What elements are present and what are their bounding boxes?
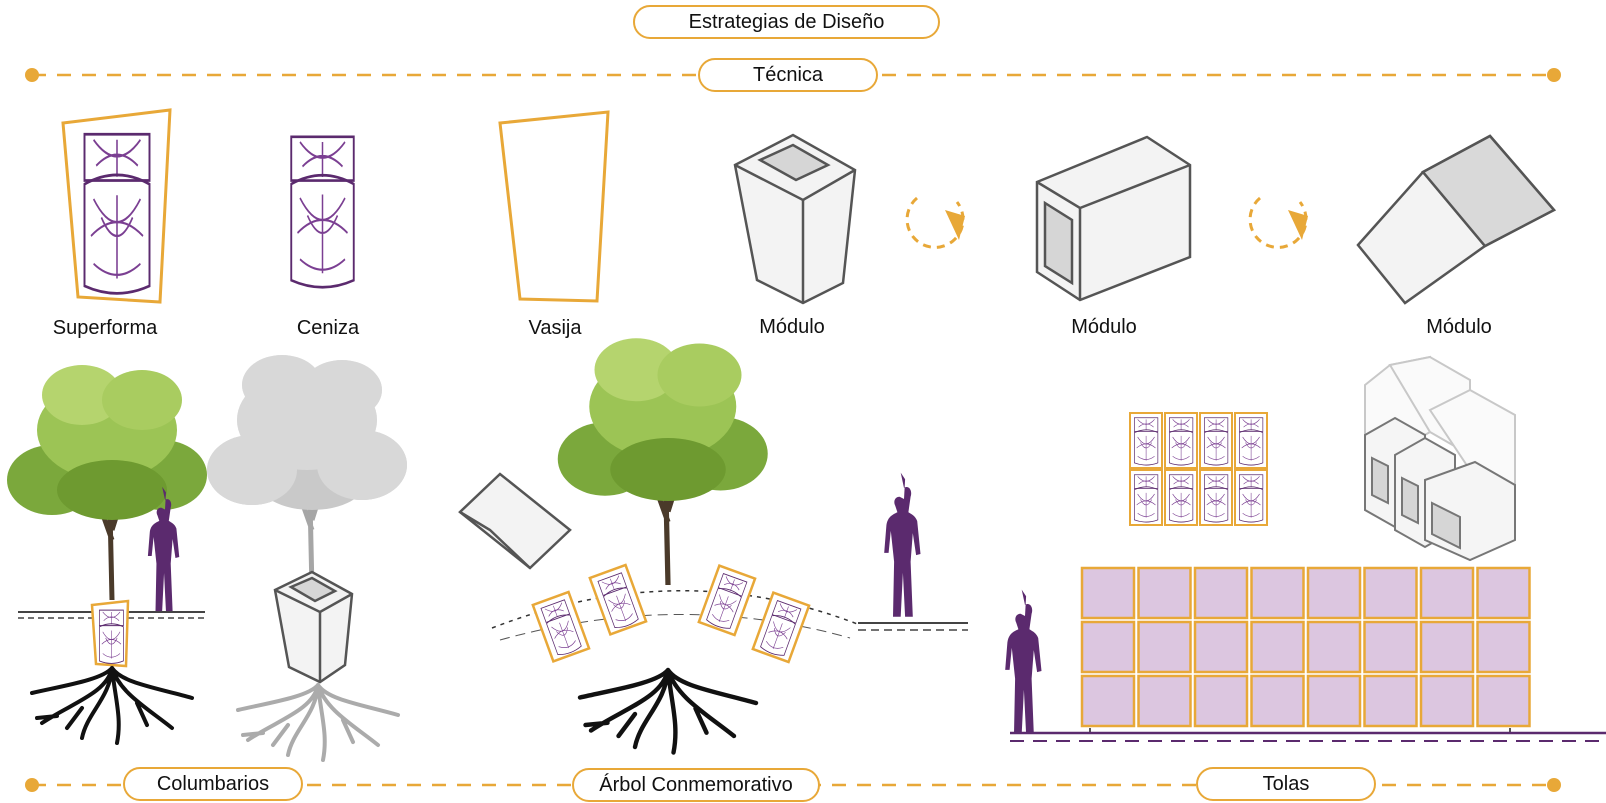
grid-superforma-tile xyxy=(1234,412,1268,469)
module-upright-diagram xyxy=(733,133,857,305)
human-figure-icon-3 xyxy=(1005,589,1042,734)
memorial-superforma-4 xyxy=(751,591,811,664)
bottom-guide-dot-right xyxy=(1547,778,1561,792)
grid-superforma-tile xyxy=(1129,469,1163,526)
columbario-tree xyxy=(7,365,207,600)
label-modulo-3: Módulo xyxy=(1426,316,1492,338)
wall-module-cell xyxy=(1080,674,1136,728)
wall-module-cell xyxy=(1193,620,1249,674)
top-guide-dot-right xyxy=(1547,68,1561,82)
rotate-arrow-icon-2 xyxy=(1248,196,1310,249)
label-vasija: Vasija xyxy=(528,317,582,339)
rotate-arrow-icon xyxy=(905,196,967,249)
tolas-wall xyxy=(1080,566,1531,733)
wall-module-cell xyxy=(1193,674,1249,728)
memorial-superforma-3 xyxy=(697,564,757,637)
section-columbarios-pill: Columbarios xyxy=(123,767,303,801)
wall-module-cell xyxy=(1363,566,1418,620)
human-figure-icon-2 xyxy=(884,472,921,617)
wall-module-cell xyxy=(1250,620,1305,674)
wall-module-cell xyxy=(1250,566,1305,620)
ceniza-diagram xyxy=(289,135,356,289)
columbario-superforma xyxy=(90,599,130,668)
label-superforma: Superforma xyxy=(52,317,158,339)
wall-module-cell xyxy=(1363,674,1418,728)
wall-module-cell xyxy=(1476,674,1531,728)
label-modulo-1: Módulo xyxy=(759,316,825,338)
label-ceniza: Ceniza xyxy=(296,317,360,339)
grid-superforma-tile xyxy=(1199,469,1233,526)
memorial-tree xyxy=(558,338,768,585)
wall-module-cell xyxy=(1419,566,1475,620)
wall-module-cell xyxy=(1476,566,1531,620)
wall-module-cell xyxy=(1419,620,1475,674)
wall-module-cell xyxy=(1137,566,1192,620)
title-pill: Estrategias de Diseño xyxy=(633,5,940,39)
wall-module-cell xyxy=(1306,674,1362,728)
grey-tree xyxy=(207,355,407,590)
module-horizontal-diagram xyxy=(1035,135,1192,302)
memorial-mound xyxy=(491,590,861,629)
section-tecnica-pill: Técnica xyxy=(698,58,878,92)
columbario-module xyxy=(273,570,354,684)
label-modulo-2: Módulo xyxy=(1071,316,1137,338)
wall-module-cell xyxy=(1080,620,1136,674)
module-tilted-diagram xyxy=(1356,134,1556,305)
superforma-diagram xyxy=(61,108,172,304)
vasija-diagram xyxy=(498,110,610,303)
section-tolas-pill: Tolas xyxy=(1196,767,1376,801)
wall-module-cell xyxy=(1419,674,1475,728)
bottom-guide-dot-left xyxy=(25,778,39,792)
grid-superforma-tile xyxy=(1199,412,1233,469)
wall-module-cell xyxy=(1193,566,1249,620)
memorial-superforma-2 xyxy=(588,563,648,636)
grid-superforma-tile xyxy=(1164,469,1198,526)
section-arbol-pill: Árbol Conmemorativo xyxy=(572,768,820,802)
wall-module-cell xyxy=(1306,566,1362,620)
wall-module-cell xyxy=(1137,620,1192,674)
wall-module-cell xyxy=(1363,620,1418,674)
tolas-superforma-grid xyxy=(1129,412,1268,526)
grid-superforma-tile xyxy=(1164,412,1198,469)
tolas-stacked-modules xyxy=(1364,355,1516,562)
wall-module-cell xyxy=(1137,674,1192,728)
top-guide-dot-left xyxy=(25,68,39,82)
roots-icon-2 xyxy=(580,670,756,753)
roots-icon xyxy=(30,666,194,745)
wall-module-cell xyxy=(1250,674,1305,728)
grid-superforma-tile xyxy=(1234,469,1268,526)
wall-module-cell xyxy=(1306,620,1362,674)
wall-module-cell xyxy=(1080,566,1136,620)
wall-module-cell xyxy=(1476,620,1531,674)
memorial-tilted-module xyxy=(458,472,572,570)
grid-superforma-tile xyxy=(1129,412,1163,469)
memorial-superforma-1 xyxy=(531,590,591,663)
